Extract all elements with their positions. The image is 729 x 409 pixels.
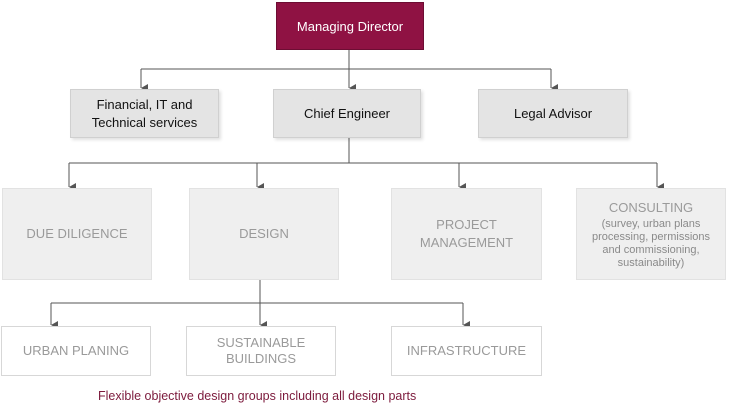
sustainable-buildings-line1: SUSTAINABLE [216,335,306,350]
project-management-line1: PROJECT [436,217,497,232]
consulting-sub1: (survey, urban plans [601,217,701,230]
consulting-title: CONSULTING [608,199,694,215]
sustainable-buildings-box: SUSTAINABLE BUILDINGS [186,326,336,376]
financial-it-technical-box: Financial, IT and Technical services [70,89,219,138]
consulting-sub2: processing, permissions [592,230,710,243]
due-diligence-box: DUE DILIGENCE [2,188,152,280]
chief-engineer-box: Chief Engineer [273,89,421,138]
legal-advisor-label: Legal Advisor [513,105,593,121]
due-diligence-label: DUE DILIGENCE [26,226,128,241]
project-management-box: PROJECT MANAGEMENT [391,188,542,280]
consulting-box: CONSULTING (survey, urban plans processi… [576,188,726,280]
legal-advisor-box: Legal Advisor [478,89,628,138]
infrastructure-label: INFRASTRUCTURE [406,343,527,358]
design-box: DESIGN [189,188,339,280]
financial-line1: Financial, IT and [96,96,193,112]
urban-planing-label: URBAN PLANING [22,343,130,358]
consulting-sub4: sustainability) [617,256,685,269]
infrastructure-box: INFRASTRUCTURE [391,326,542,376]
financial-line2: Technical services [91,114,198,130]
managing-director-box: Managing Director [276,2,424,50]
urban-planing-box: URBAN PLANING [1,326,151,376]
consulting-sub3: and commissioning, [602,243,700,256]
design-label: DESIGN [239,226,289,241]
managing-director-label: Managing Director [296,18,404,34]
chief-engineer-label: Chief Engineer [304,105,390,121]
project-management-line2: MANAGEMENT [419,235,514,250]
diagram-caption: Flexible objective design groups includi… [98,389,417,403]
sustainable-buildings-line2: BUILDINGS [225,351,297,366]
